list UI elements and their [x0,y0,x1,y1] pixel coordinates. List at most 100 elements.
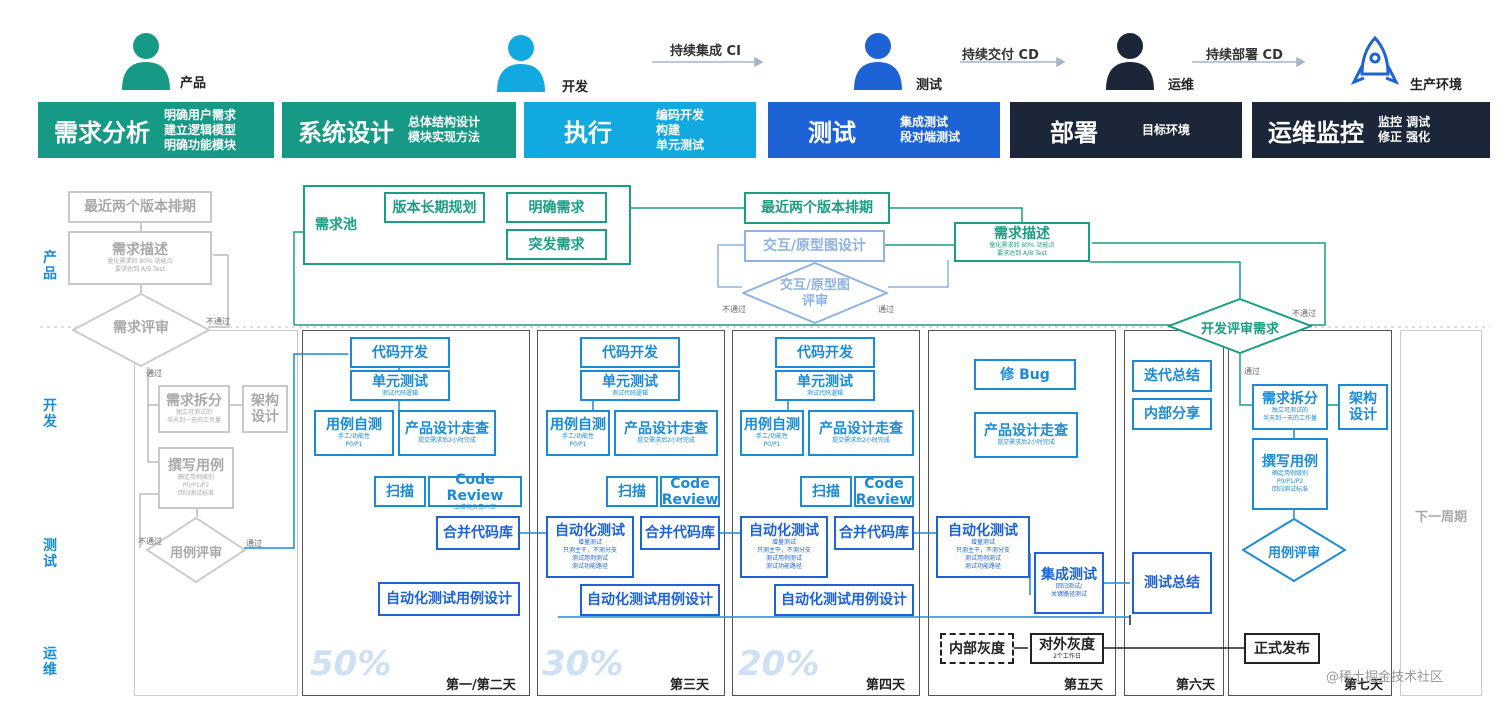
person-icon [122,33,170,90]
internal-share-box: 内部分享 [1132,398,1212,430]
unit-test-box-3: 单元测试测试代码逻辑 [580,370,680,401]
write-cases-box-7: 撰写用例确定用例级别 P0/P1/P2 回归测试标准 [1252,438,1328,510]
rocket-icon [1350,35,1400,85]
lane-test: 测试 [43,538,57,570]
role-prod-env: 生产环境 [1410,78,1463,93]
auto-test-box-4: 自动化测试增量测试 只测主干，不测分支 测试用例测试 测试功能路径 [740,516,828,578]
walkthrough-box-5: 产品设计走查提交需求后2小时完成 [974,412,1078,458]
integration-test-box: 集成测试回归测试/ 关键路径测试 [1034,552,1104,614]
not-pass-label-4: 不通过 [1292,309,1316,318]
banner-test: 测试 集成测试 段对端测试 [768,102,1000,158]
person-icon [497,35,545,92]
day-label-3: 第三天 [670,678,710,693]
person-icon [854,33,902,90]
walkthrough-box-3: 产品设计走查提交需求后2小时完成 [614,410,718,456]
arch-design-box-7: 架构 设计 [1338,384,1388,430]
sudden-req-box: 突发需求 [506,229,607,260]
self-test-box-3: 用例自测手工/功能性 P0/P1 [546,410,610,456]
not-pass-label: 不通过 [206,317,230,326]
not-pass-label-3: 不通过 [722,305,746,314]
req-split-box-grey: 需求拆分 独立可测试的 半天到一天的工作量 [158,385,230,433]
recent-schedule-box-grey: 最近两个版本排期 [68,191,212,223]
code-review-box-4: Code Review [854,475,914,508]
percent-50: 50% [310,644,392,684]
next-cycle-label: 下一周期 [1414,510,1467,525]
walkthrough-box-1: 产品设计走查提交需求后2小时完成 [398,410,496,456]
auto-design-box-4: 自动化测试用例设计 [774,584,914,616]
day-label-6: 第六天 [1176,678,1216,693]
auto-test-box-5: 自动化测试增量测试 只测主干，不测分支 测试用例测试 测试功能路径 [936,516,1030,578]
case-review-diamond-7 [1242,518,1346,582]
ci-label: 持续集成 CI [670,44,741,59]
self-test-box-1: 用例自测手工/功能性 P0/P1 [314,410,394,456]
interaction-design-box: 交互/原型图设计 [744,230,885,262]
day-label-4: 第四天 [866,678,906,693]
release-box: 正式发布 [1244,633,1320,664]
test-summary-box: 测试总结 [1132,552,1212,614]
req-split-box-7: 需求拆分独立可测试的 半天到一天的工作量 [1252,384,1328,430]
iteration-summary-box: 迭代总结 [1132,360,1212,392]
self-test-box-4: 用例自测手工/功能性 P0/P1 [740,410,804,456]
banner-requirements: 需求分析 明确用户需求 建立逻辑模型 明确功能模块 [38,102,274,158]
interaction-review-label: 交互/原型图 评审 [780,278,850,309]
auto-test-box-3: 自动化测试增量测试 只测主干，不测分支 测试用例测试 测试功能路径 [546,516,634,578]
scan-box-3: 扫描 [606,476,658,507]
banner-execute: 执行 编码开发 构建 单元测试 [524,102,756,158]
role-test: 测试 [916,78,943,93]
column-next [1400,330,1482,696]
merge-box-4: 合并代码库 [834,516,914,550]
cd-deploy-label: 持续部署 CD [1206,48,1283,63]
long-plan-box: 版本长期规划 [384,192,485,223]
merge-box-1: 合并代码库 [436,516,520,550]
code-dev-box-3: 代码开发 [580,337,680,368]
banner-monitoring: 运维监控 监控 调试 修正 强化 [1252,102,1490,158]
code-dev-box-1: 代码开发 [350,337,450,368]
day-label-5: 第五天 [1064,678,1104,693]
case-review-label-grey: 用例评审 [169,546,222,561]
day-label-1: 第一/第二天 [446,678,516,693]
dev-review-diamond [1168,298,1312,354]
role-ops: 运维 [1168,78,1195,93]
interaction-review-diamond [742,262,888,324]
role-product: 产品 [180,76,207,91]
not-pass-label-2: 不通过 [138,537,162,546]
lane-dev: 开发 [43,398,57,430]
clear-req-box: 明确需求 [506,192,607,223]
scan-box-4: 扫描 [800,476,852,507]
auto-design-box-1: 自动化测试用例设计 [378,582,520,616]
code-review-box-3: Code Review [660,475,720,508]
watermark: @稀土掘金技术社区 [1326,670,1444,685]
cd-delivery-label: 持续交付 CD [962,48,1039,63]
fix-bug-box: 修 Bug [974,359,1076,390]
internal-gray-box: 内部灰度 [940,633,1014,664]
banner-deploy: 部署 目标环境 [1010,102,1242,158]
dev-review-label: 开发评审需求 [1200,322,1279,337]
req-desc-box: 需求描述 量化需求的 80% 功能点 要求达到 A/B Test [954,222,1090,262]
lane-ops: 运维 [43,646,57,678]
case-review-diamond-grey [146,517,246,583]
auto-design-box-3: 自动化测试用例设计 [580,584,720,616]
percent-20: 20% [738,644,820,684]
pass-label-7: 通过 [1244,367,1260,376]
req-desc-box-grey: 需求描述 量化需求的 80% 功能点 要求达到 A/B Test [68,231,212,285]
unit-test-box-1: 单元测试测试代码逻辑 [350,370,450,401]
person-icon [1106,33,1154,90]
lane-product: 产品 [43,250,57,282]
unit-test-box-4: 单元测试测试代码逻辑 [775,370,875,401]
write-cases-box-grey: 撰写用例 确定用例级别 P0/P1/P2 回归测试标准 [158,447,234,509]
arch-design-box-grey: 架构 设计 [242,385,288,433]
day-label-7: 第七天 [1344,678,1384,693]
walkthrough-box-4: 产品设计走查提交需求后2小时完成 [808,410,914,456]
pass-label: 通过 [146,369,162,378]
code-dev-box-4: 代码开发 [775,337,875,368]
pass-label-2: 通过 [246,539,262,548]
recent-schedule-box: 最近两个版本排期 [744,192,890,224]
banner-system-design: 系统设计 总体结构设计 模块实现方法 [282,102,516,158]
req-review-label: 需求评审 [113,320,169,336]
scan-box-1: 扫描 [374,476,426,507]
role-icons [122,33,1400,92]
merge-box-3: 合并代码库 [640,516,720,550]
